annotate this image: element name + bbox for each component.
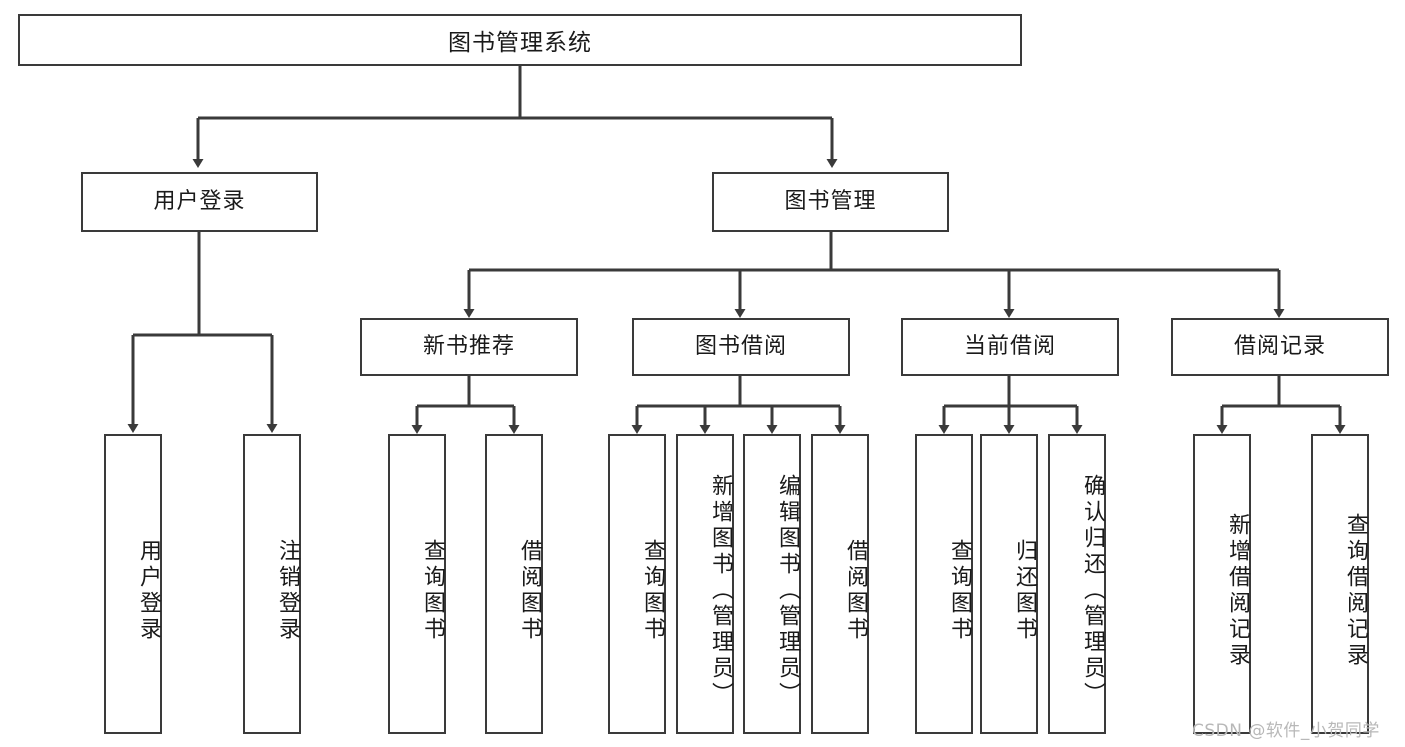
leaf-edit-book-admin[interactable]: 编辑图书（管理员） (743, 434, 801, 734)
node-label: 注销登录 (275, 539, 300, 643)
node-label: 归还图书 (1012, 539, 1037, 643)
node-user-login[interactable]: 用户登录 (81, 172, 318, 232)
leaf-add-book-admin[interactable]: 新增图书（管理员） (676, 434, 734, 734)
node-label: 借阅图书 (843, 539, 868, 643)
leaf-query-book-new[interactable]: 查询图书 (388, 434, 446, 734)
leaf-confirm-return-admin[interactable]: 确认归还（管理员） (1048, 434, 1106, 734)
leaf-logout[interactable]: 注销登录 (243, 434, 301, 734)
node-label: 查询借阅记录 (1343, 513, 1368, 669)
node-label: 借阅记录 (1233, 333, 1326, 359)
leaf-query-book-current[interactable]: 查询图书 (915, 434, 973, 734)
leaf-add-borrow-record[interactable]: 新增借阅记录 (1193, 434, 1251, 734)
csdn-watermark: CSDN @软件_小贺同学 (1192, 721, 1380, 741)
node-book-management[interactable]: 图书管理 (712, 172, 949, 232)
node-label: 当前借阅 (963, 333, 1056, 359)
node-label: 图书管理系统 (448, 30, 592, 56)
leaf-user-login[interactable]: 用户登录 (104, 434, 162, 734)
leaf-query-book-borrow[interactable]: 查询图书 (608, 434, 666, 734)
node-label: 图书借阅 (694, 333, 787, 359)
node-label: 编辑图书（管理员） (775, 474, 800, 708)
node-label: 新增借阅记录 (1225, 513, 1250, 669)
node-label: 新书推荐 (422, 333, 515, 359)
node-borrow-record[interactable]: 借阅记录 (1171, 318, 1389, 376)
leaf-return-book[interactable]: 归还图书 (980, 434, 1038, 734)
node-root-system[interactable]: 图书管理系统 (18, 14, 1022, 66)
node-label: 确认归还（管理员） (1080, 474, 1105, 708)
leaf-borrow-book-new[interactable]: 借阅图书 (485, 434, 543, 734)
leaf-borrow-book[interactable]: 借阅图书 (811, 434, 869, 734)
node-new-book-recommend[interactable]: 新书推荐 (360, 318, 578, 376)
node-label: 查询图书 (947, 539, 972, 643)
leaf-query-borrow-record[interactable]: 查询借阅记录 (1311, 434, 1369, 734)
node-label: 用户登录 (153, 188, 246, 214)
node-current-borrow[interactable]: 当前借阅 (901, 318, 1119, 376)
node-label: 查询图书 (420, 539, 445, 643)
node-label: 新增图书（管理员） (708, 474, 733, 708)
node-book-borrow[interactable]: 图书借阅 (632, 318, 850, 376)
node-label: 借阅图书 (517, 539, 542, 643)
node-label: 图书管理 (784, 188, 877, 214)
node-label: 查询图书 (640, 539, 665, 643)
node-label: 用户登录 (136, 539, 161, 643)
